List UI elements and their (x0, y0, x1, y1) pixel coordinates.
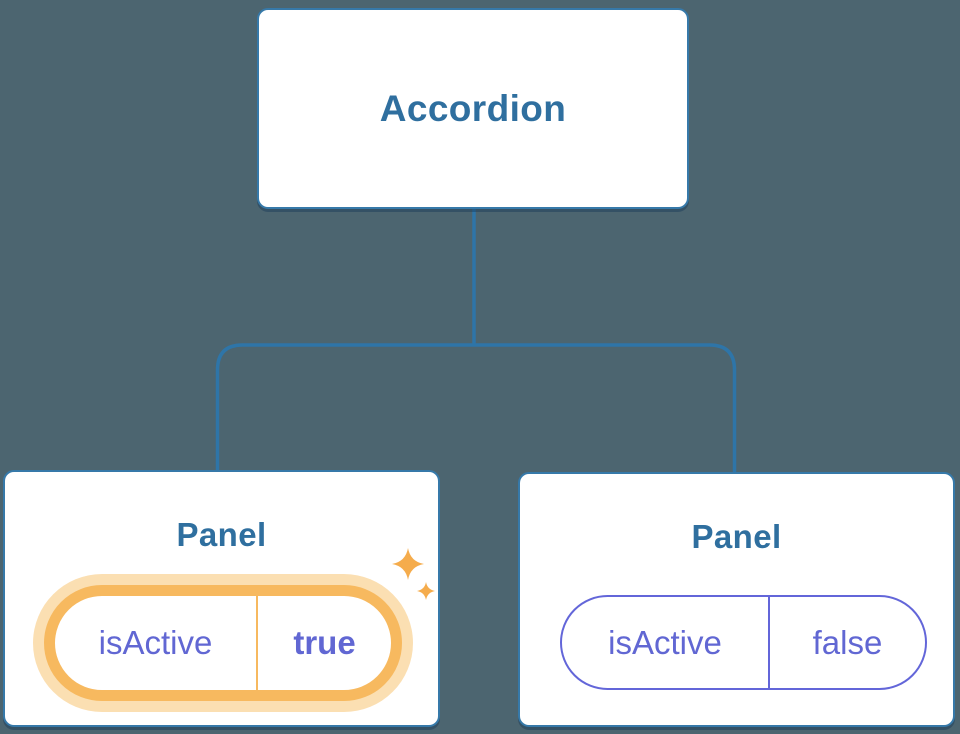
accordion-label: Accordion (379, 87, 567, 129)
pill-divider (768, 597, 770, 688)
panel-node-active: Panel isActive true (3, 470, 440, 727)
panel-title: Panel (691, 518, 782, 555)
panel-title: Panel (176, 516, 267, 553)
accordion-node: Accordion (257, 8, 689, 209)
state-pill-active: isActive true (44, 585, 402, 701)
panel-node-inactive: Panel isActive false (518, 472, 955, 727)
state-pill-inactive: isActive false (560, 595, 927, 690)
state-name: isActive (608, 623, 722, 661)
sparkle-icon (392, 548, 435, 600)
state-name: isActive (98, 624, 213, 661)
state-value: false (812, 623, 883, 661)
state-value: true (293, 624, 356, 661)
pill-divider (256, 596, 258, 690)
